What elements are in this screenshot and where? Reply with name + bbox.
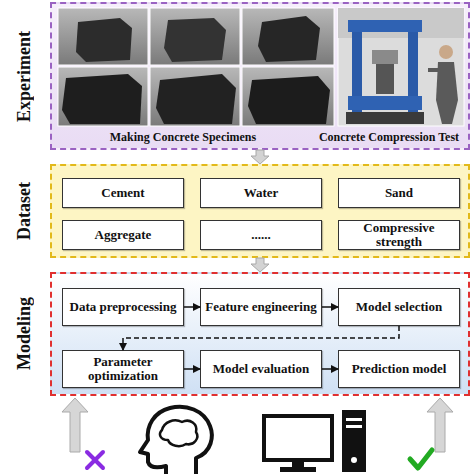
flow-arrow (251, 258, 269, 272)
box-label: Compressive strength (339, 221, 459, 250)
section-label: Modeling (14, 297, 35, 370)
section-band: DatasetCementWaterSandAggregate......Com… (50, 164, 470, 258)
process-box: ...... (200, 220, 322, 250)
section-label-holder: Modeling (6, 274, 42, 394)
check-mark (410, 450, 432, 468)
process-box: Water (200, 178, 322, 208)
section-band: ExperimentMaking Concrete SpecimensConcr… (50, 2, 470, 150)
process-box: Sand (338, 178, 460, 208)
bottom-up-arrows (62, 398, 453, 452)
section-band: ModelingData preprocessingFeature engine… (50, 272, 470, 396)
box-label: Water (241, 186, 282, 200)
section-label-holder: Experiment (6, 4, 42, 148)
cross-mark (87, 452, 103, 468)
process-box: Model evaluation (200, 350, 322, 388)
process-box: Aggregate (62, 220, 184, 250)
flow-arrow (251, 150, 269, 164)
section-label-holder: Dataset (6, 166, 42, 256)
section-label: Dataset (14, 182, 35, 240)
specimen-photos (58, 8, 334, 126)
process-box: Data preprocessing (62, 288, 184, 326)
process-box: Model selection (338, 288, 460, 326)
box-label: Model evaluation (210, 362, 312, 376)
box-label: Cement (98, 186, 147, 200)
box-label: Prediction model (349, 362, 450, 376)
process-box: Feature engineering (200, 288, 322, 326)
process-box: Parameter optimization (62, 350, 184, 388)
photo-caption: Concrete Compression Test (308, 131, 470, 144)
box-label: Aggregate (92, 228, 155, 242)
box-label: Data preprocessing (67, 300, 180, 314)
process-box: Prediction model (338, 350, 460, 388)
compression-machine-photo (338, 8, 464, 126)
human-head-icon (140, 407, 212, 474)
process-box: Cement (62, 178, 184, 208)
flow-arrow (184, 307, 200, 308)
box-label: Feature engineering (202, 300, 319, 314)
process-box: Compressive strength (338, 220, 460, 250)
box-label: Sand (382, 186, 416, 200)
box-label: Model selection (353, 300, 445, 314)
flow-arrow (184, 369, 200, 370)
flow-arrow (322, 307, 338, 308)
section-label: Experiment (14, 31, 35, 122)
box-label: Parameter optimization (63, 355, 183, 384)
flow-arrow (123, 326, 399, 350)
photo-caption: Making Concrete Specimens (52, 131, 314, 144)
computer-icon (264, 410, 366, 472)
box-label: ...... (248, 228, 274, 242)
flow-arrow (322, 369, 338, 370)
